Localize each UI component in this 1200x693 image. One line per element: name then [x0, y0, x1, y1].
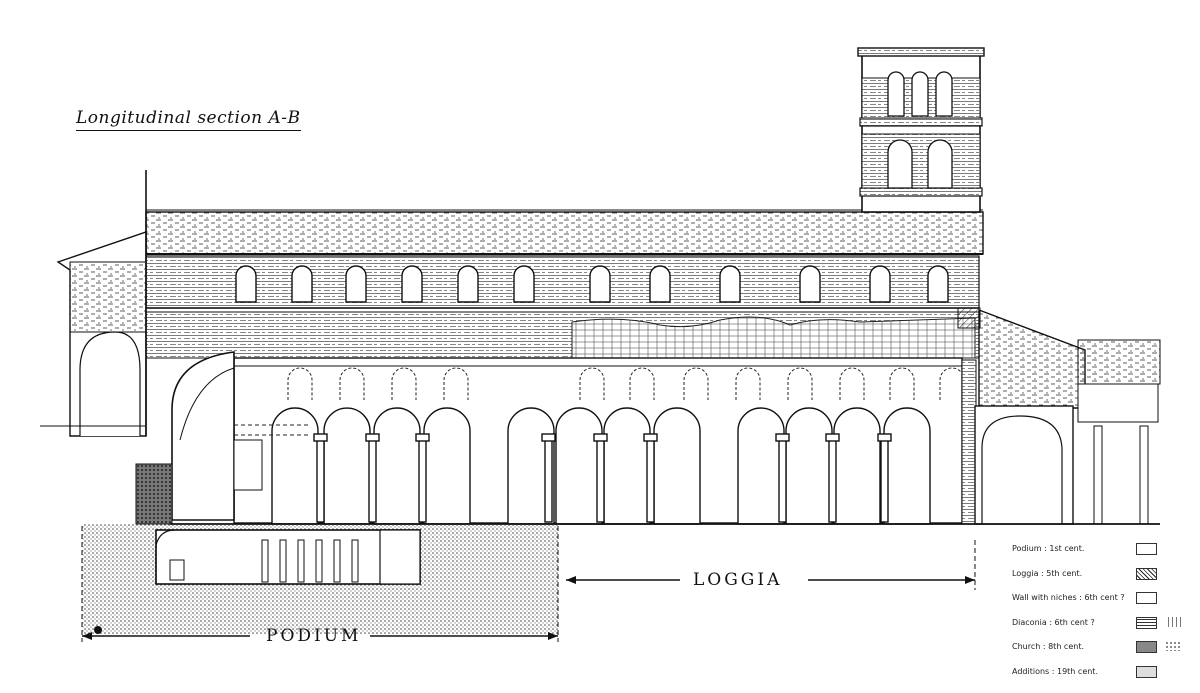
column: [828, 439, 837, 523]
main-arcade: [271, 407, 931, 525]
porch-columns: [1093, 425, 1149, 525]
window: [345, 265, 367, 303]
window: [291, 265, 313, 303]
column: [544, 439, 553, 523]
legend-item: Loggia : 5th cent.: [1012, 565, 1192, 590]
arch: [785, 407, 833, 525]
legend-item: Church : 8th cent.: [1012, 638, 1192, 663]
column: [880, 439, 889, 523]
arch: [653, 407, 701, 525]
window: [799, 265, 821, 303]
legend-label: Loggia : 5th cent.: [1012, 568, 1083, 578]
legend-label: Church : 8th cent.: [1012, 642, 1084, 651]
legend-swatch: [1136, 616, 1157, 629]
arch: [323, 407, 371, 525]
crypt-column: [297, 539, 305, 583]
column: [316, 439, 325, 523]
legend-swatch-alt: [1165, 616, 1181, 627]
capital: [825, 433, 840, 442]
arch: [271, 407, 319, 525]
arch: [373, 407, 421, 525]
legend-item: Additions : 19th cent.: [1012, 663, 1192, 688]
legend-label: Podium : 1st cent.: [1012, 544, 1085, 553]
crypt-column: [261, 539, 269, 583]
tower-windows: [887, 71, 953, 189]
window: [869, 265, 891, 303]
window: [401, 265, 423, 303]
window: [649, 265, 671, 303]
legend-swatch: [1136, 641, 1157, 653]
legend-swatch: [1136, 567, 1157, 580]
porch-column: [1093, 425, 1103, 525]
window: [513, 265, 535, 303]
clerestory-windows: [235, 265, 949, 303]
capital: [877, 433, 892, 442]
capital: [415, 433, 430, 442]
legend-item: Diaconia : 6th cent ?: [1012, 614, 1192, 639]
drawing-title: Longitudinal section A-B: [76, 108, 301, 131]
capital: [593, 433, 608, 442]
arch: [603, 407, 651, 525]
legend-swatch-alt: [1165, 641, 1181, 651]
crypt-column: [315, 539, 323, 583]
crypt-column: [351, 539, 359, 583]
column: [368, 439, 377, 523]
arch: [423, 407, 471, 525]
legend-item: Podium : 1st cent.: [1012, 540, 1192, 565]
window: [457, 265, 479, 303]
column: [418, 439, 427, 523]
crypt-columns: [261, 539, 359, 583]
legend-swatch: [1136, 665, 1157, 678]
column: [646, 439, 655, 523]
legend-swatch: [1136, 543, 1157, 555]
capital: [541, 433, 556, 442]
upper-arcade: [287, 367, 965, 400]
column: [778, 439, 787, 523]
roof-band: [145, 211, 984, 255]
column: [596, 439, 605, 523]
capital: [643, 433, 658, 442]
arch: [833, 407, 881, 525]
window: [927, 265, 949, 303]
apse: [171, 351, 235, 521]
legend: Podium : 1st cent. Loggia : 5th cent. Wa…: [1012, 540, 1192, 687]
legend-label: Wall with niches : 6th cent ?: [1012, 593, 1125, 602]
capital: [775, 433, 790, 442]
porch-column: [1139, 425, 1149, 525]
arch: [737, 407, 785, 525]
legend-label: Diaconia : 6th cent ?: [1012, 617, 1095, 627]
loggia-dimension-label: LOGGIA: [693, 570, 783, 590]
capital: [313, 433, 328, 442]
clerestory-wall: [145, 255, 980, 309]
legend-swatch: [1136, 592, 1157, 604]
window: [719, 265, 741, 303]
legend-label: Additions : 19th cent.: [1012, 666, 1098, 676]
window: [235, 265, 257, 303]
podium-dimension-label: PODIUM: [266, 626, 362, 646]
window: [589, 265, 611, 303]
arch: [883, 407, 931, 525]
arch: [555, 407, 603, 525]
legend-item: Wall with niches : 6th cent ?: [1012, 589, 1192, 614]
capital: [365, 433, 380, 442]
crypt-column: [333, 539, 341, 583]
crypt-column: [279, 539, 287, 583]
